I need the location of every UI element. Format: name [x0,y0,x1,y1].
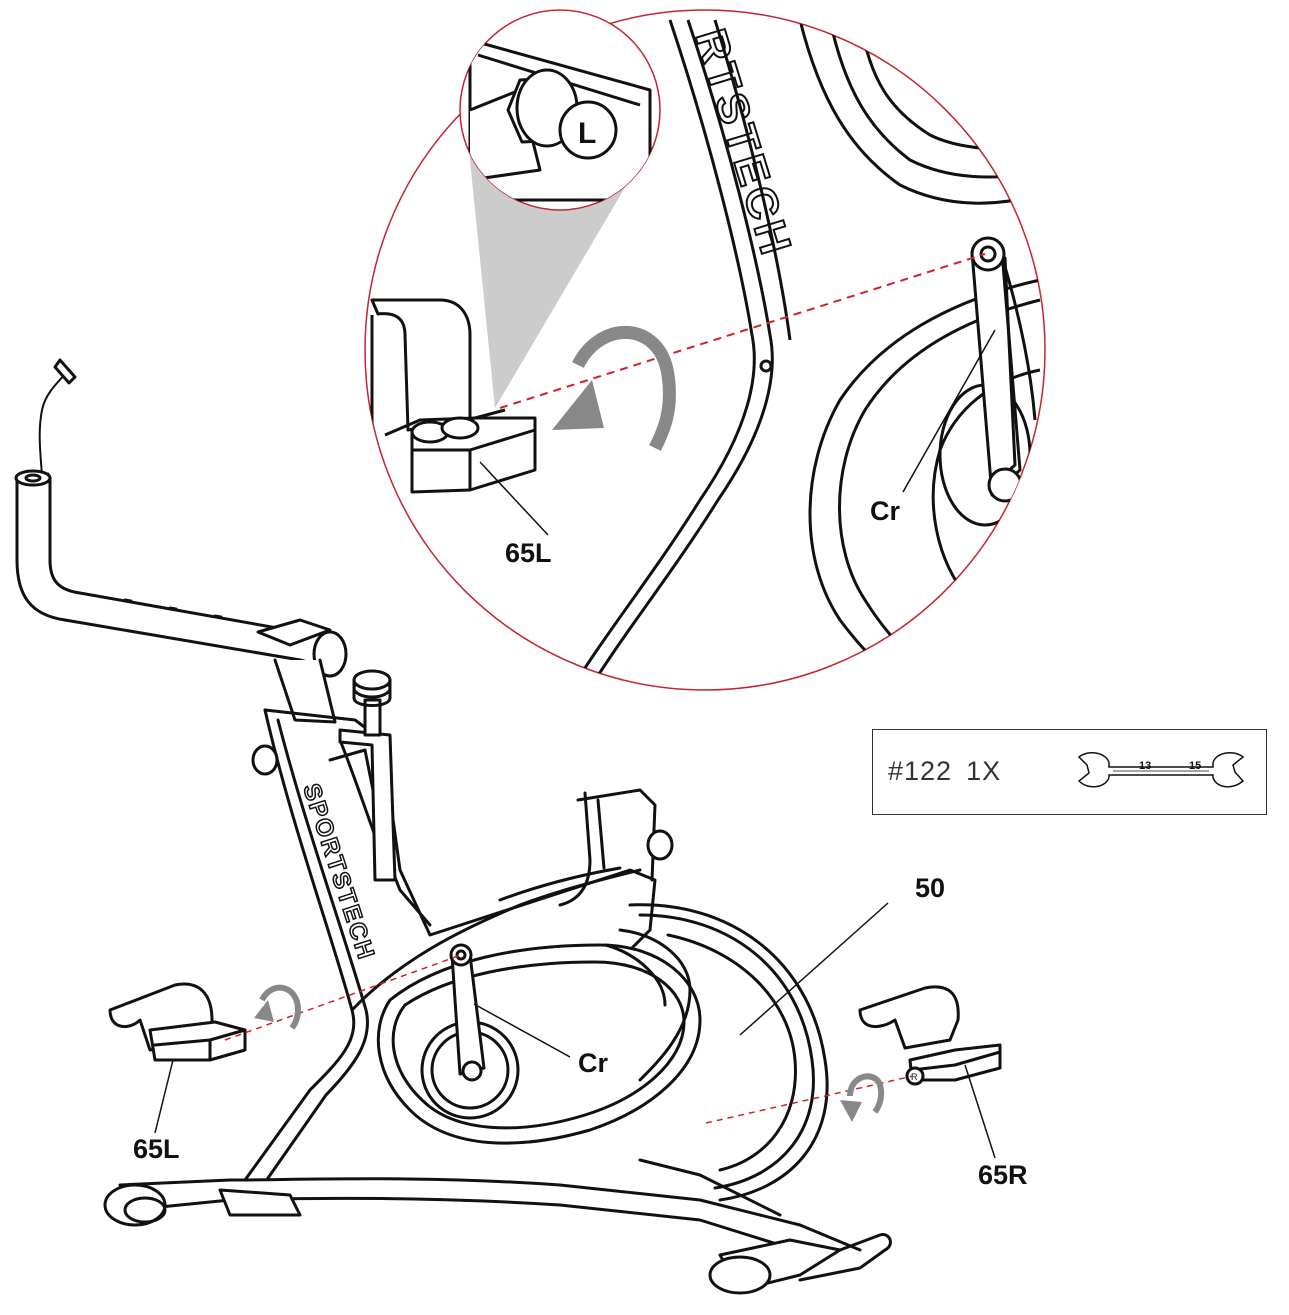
zoom-cone [468,140,650,408]
handlebar-post [273,658,337,724]
detail-pedal-65l [370,298,537,494]
console-cable [38,358,77,476]
detail-frame-tube [563,19,792,690]
callout-65l: 65L [133,1134,180,1164]
thread-magnifier: L [459,9,661,211]
curved-arrow-icon [840,1073,885,1122]
callout-cr: Cr [578,1048,609,1078]
curved-arrow-icon [552,325,676,451]
tool-quantity: 1X [966,756,1002,786]
seat-knob [646,829,674,861]
wrench-size-13: 13 [1139,760,1151,772]
pedal-65r [858,985,1002,1086]
bike-illustration [14,358,1002,1295]
tool-label: #122 1X [888,756,1015,787]
callout-65r: 65R [978,1160,1028,1190]
guide-line-left [224,954,462,1041]
callout-65l-detail: 65L [505,538,552,568]
handlebar [14,469,348,678]
wrench-size-15: 15 [1189,760,1201,772]
pedal-65l [108,982,247,1062]
bike-base [103,1158,892,1295]
callout-cr-detail: Cr [870,496,901,526]
detail-guide-line [499,253,986,409]
seat-post [338,669,397,882]
curved-arrow-icon [254,984,302,1030]
open-end-wrench-icon: 13 15 [1077,751,1245,788]
thread-marker-left: L [578,117,596,150]
tool-info-box: #122 1X 13 15 [872,729,1267,815]
callout-50: 50 [915,873,946,903]
thread-marker-right: R [911,1072,918,1082]
detail-crank-arm [970,236,1037,503]
tension-knob [251,744,279,776]
tool-part-number: #122 [888,756,953,786]
crank-arm [449,943,486,1082]
